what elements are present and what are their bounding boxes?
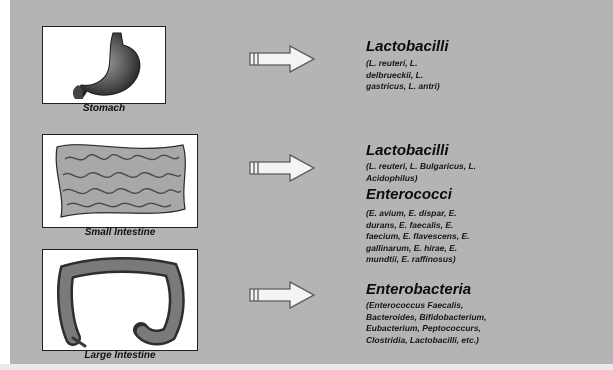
species-line: gallinarum, E. hirae, E. [366, 243, 469, 255]
species-line: (Enterococcus Faecalis, [366, 300, 486, 312]
small-intestine-label: Small Intestine [43, 227, 197, 238]
diagram-panel: Stomach Small Intestine Large Intestine [10, 0, 613, 364]
species-line: (E. avium, E. dispar, E. [366, 208, 469, 220]
species-line: durans, E. faecalis, E. [366, 220, 469, 232]
bacteria-species: (L. reuteri, L. Bulgaricus, L. Acidophil… [366, 161, 476, 184]
bacteria-species: (Enterococcus Faecalis, Bacteroides, Bif… [366, 300, 486, 346]
bacteria-species: (E. avium, E. dispar, E. durans, E. faec… [366, 208, 469, 266]
right-arrow-icon [248, 44, 318, 74]
species-line: Acidophilus) [366, 173, 476, 185]
species-line: mundtii, E. raffinosus) [366, 254, 469, 266]
small-intestine-illustration [43, 135, 197, 227]
stomach-frame: Stomach [42, 26, 166, 104]
species-line: faecium, E. flavescens, E. [366, 231, 469, 243]
right-arrow-icon [248, 280, 318, 310]
bacteria-title: Enterobacteria [366, 281, 471, 298]
species-line: delbrueckii, L. [366, 70, 440, 82]
stomach-label: Stomach [43, 103, 165, 114]
species-line: Clostridia, Lactobacilli, etc.) [366, 335, 486, 347]
large-intestine-frame: Large Intestine [42, 249, 198, 351]
large-intestine-label: Large Intestine [43, 350, 197, 361]
small-intestine-frame: Small Intestine [42, 134, 198, 228]
species-line: (L. reuteri, L. Bulgaricus, L. [366, 161, 476, 173]
bacteria-title: Lactobacilli [366, 38, 449, 55]
species-line: gastricus, L. antri) [366, 81, 440, 93]
stomach-illustration [43, 27, 165, 103]
bacteria-title: Enterococci [366, 186, 452, 203]
large-intestine-illustration [43, 250, 197, 350]
species-line: Bacteroides, Bifidobacterium, [366, 312, 486, 324]
species-line: Eubacterium, Peptococcurs, [366, 323, 486, 335]
bacteria-species: (L. reuteri, L. delbrueckii, L. gastricu… [366, 58, 440, 93]
species-line: (L. reuteri, L. [366, 58, 440, 70]
right-arrow-icon [248, 153, 318, 183]
bacteria-title: Lactobacilli [366, 142, 449, 159]
bottom-strip [0, 364, 613, 370]
